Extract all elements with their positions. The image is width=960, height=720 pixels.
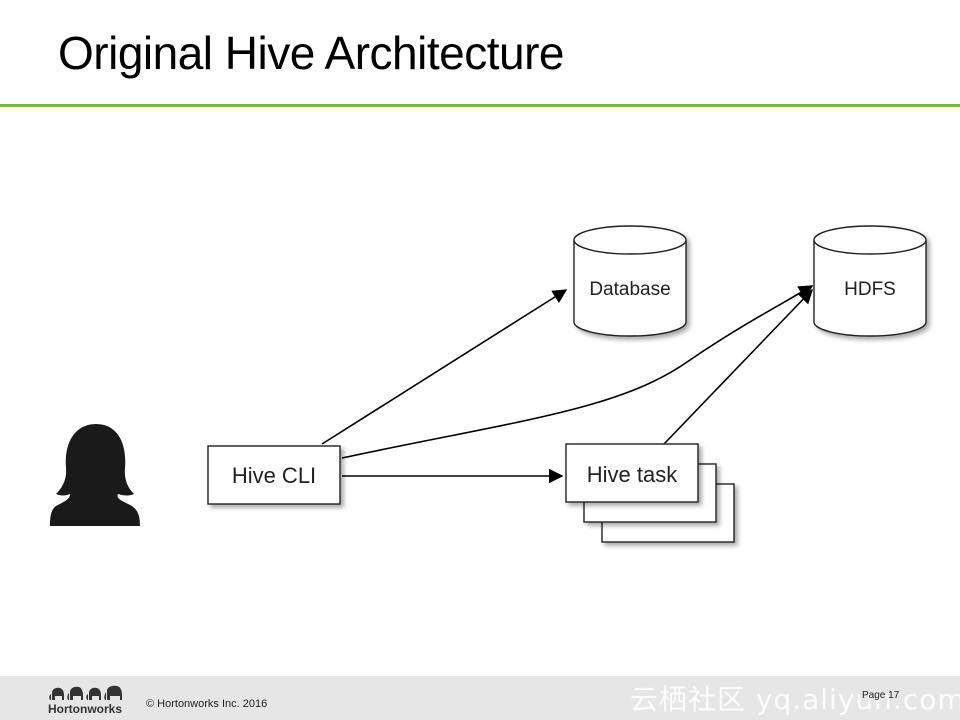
user-silhouette-icon xyxy=(50,424,140,526)
arrow-hive-task-to-hdfs xyxy=(663,288,813,445)
slide-footer: Hortonworks © Hortonworks Inc. 2016 云栖社区… xyxy=(0,676,960,720)
page-number: Page 17 xyxy=(862,690,900,701)
hive-task-label: Hive task xyxy=(587,462,678,487)
site-watermark: 云栖社区 yq.aliyun.com xyxy=(630,683,960,716)
copyright-text: © Hortonworks Inc. 2016 xyxy=(146,698,268,710)
architecture-diagram: Hive CLI Hive task Database HDFS xyxy=(50,225,927,543)
database-label: Database xyxy=(589,279,670,300)
page-title: Original Hive Architecture xyxy=(58,27,564,79)
logo-wordmark: Hortonworks xyxy=(48,702,123,716)
arrow-cli-to-database xyxy=(321,289,568,445)
hdfs-node xyxy=(813,225,927,337)
hive-task-node: Hive task xyxy=(565,443,735,543)
hive-cli-node: Hive CLI xyxy=(207,445,341,505)
hortonworks-logo: Hortonworks xyxy=(48,684,128,716)
title-divider xyxy=(0,104,960,107)
elephants-logo-icon xyxy=(49,685,122,700)
hive-cli-label: Hive CLI xyxy=(232,463,316,488)
hdfs-label: HDFS xyxy=(844,279,896,300)
arrow-cli-to-hdfs xyxy=(341,285,814,459)
database-node xyxy=(573,225,687,337)
